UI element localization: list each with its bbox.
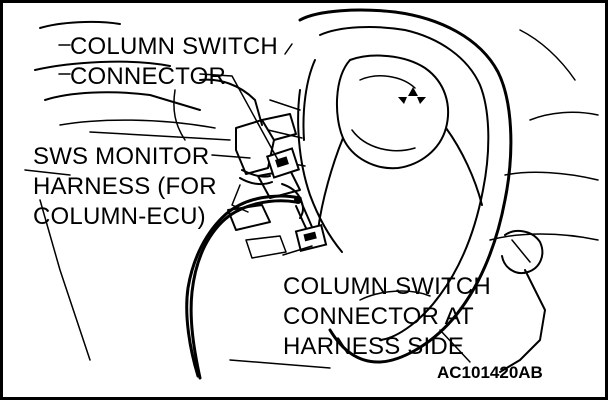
emblem-icon [398, 87, 426, 104]
label-sws-monitor-harness-line1: SWS MONITOR [33, 143, 209, 170]
label-harness-side-connector-line2: CONNECTOR AT [283, 303, 474, 330]
label-harness-side-connector-line1: COLUMN SWITCH [283, 273, 491, 300]
harness-side-connector-icon [294, 203, 328, 253]
label-column-switch-connector-line2: CONNECTOR [70, 63, 226, 90]
dashboard-outline [24, 20, 599, 373]
label-column-switch-connector-line1: COLUMN SWITCH [70, 33, 278, 60]
leader-lines [58, 43, 313, 256]
label-sws-monitor-harness-line3: COLUMN-ECU) [33, 203, 206, 230]
label-harness-side-connector-line3: HARNESS SIDE [283, 333, 464, 360]
steering-wheel [267, 8, 513, 364]
column-bracket [227, 113, 301, 259]
label-sws-monitor-harness-line2: HARNESS (FOR [33, 173, 217, 200]
sws-monitor-harness-wires [185, 183, 304, 380]
figure-code: AC101420AB [437, 363, 543, 382]
